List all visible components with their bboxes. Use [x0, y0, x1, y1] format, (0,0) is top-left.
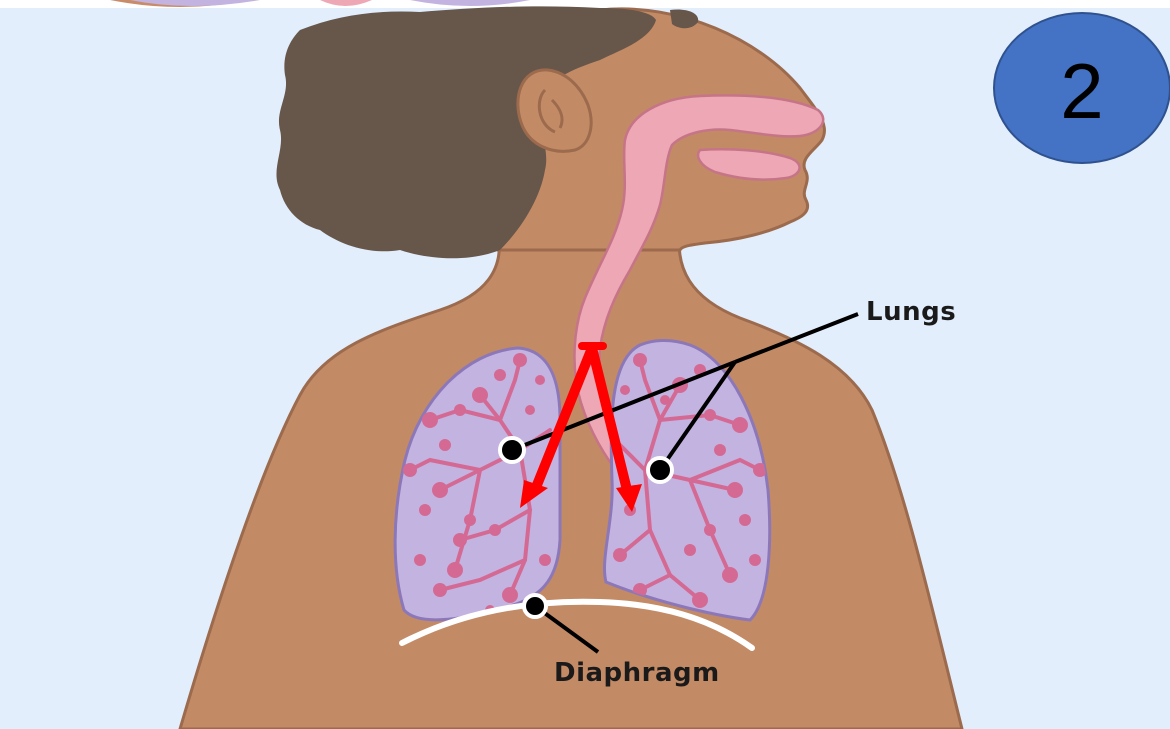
diaphragm-pointer — [524, 595, 546, 617]
step-badge-number: 2 — [1060, 47, 1103, 135]
lungs-label: Lungs — [866, 297, 956, 327]
lungs-pointer-right — [648, 458, 672, 482]
top-edge-remnants — [0, 0, 1170, 8]
torso — [180, 230, 962, 729]
lungs-pointer-left — [500, 438, 524, 462]
diaphragm-label: Diaphragm — [554, 658, 720, 688]
step-badge: 2 — [994, 13, 1170, 163]
